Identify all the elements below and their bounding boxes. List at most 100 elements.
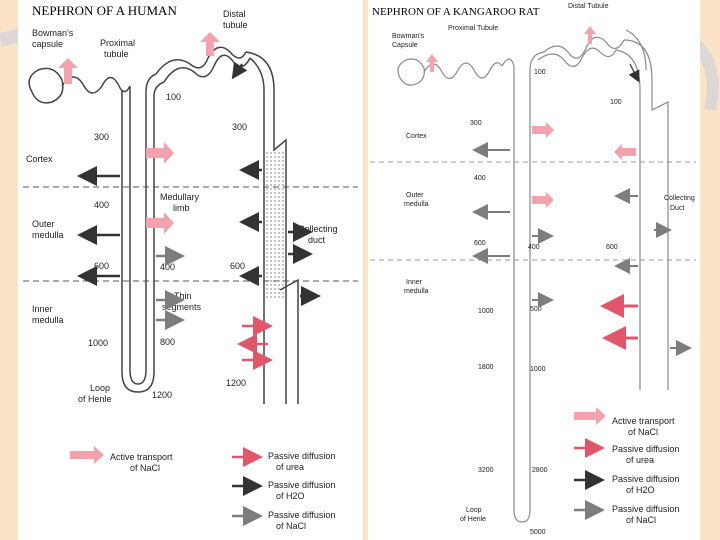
label-proximal-tubule: tubule [104,49,129,59]
legend-nacl-2: of NaCl [626,515,656,525]
legend-urea-2: of urea [626,455,654,465]
label-capsule: Capsule [392,42,418,49]
label-of-henle: of Henle [78,394,112,404]
zone-inner: Inner [32,304,53,314]
kangaroo-distal-tubule [537,36,625,68]
osm-value: 600 [474,240,486,247]
human-title: NEPHRON OF A HUMAN [32,3,177,18]
active-transport-arrow [532,122,554,138]
kangaroo-collecting-duct [615,29,669,390]
human-nephron-diagram: NEPHRON OF A HUMAN [23,3,358,531]
label-bowmans: Bowman's [32,28,74,38]
human-proximal-tubule [121,73,165,393]
label-distal: Distal [223,9,246,19]
human-collecting-duct [245,51,299,404]
active-transport-arrow [584,26,596,44]
osm-value: 400 [160,262,175,272]
osm-value: 1000 [88,338,108,348]
osm-value: 5000 [530,529,546,536]
osm-value: 300 [232,122,247,132]
osm-value: 100 [166,92,181,102]
active-transport-arrow [146,142,174,164]
h2o-diffusion-arrow [628,63,640,83]
legend-active-2: of NaCl [628,427,658,437]
label-bowmans: Bowman's [392,33,425,40]
osm-value: 1800 [478,364,494,371]
active-transport-arrow [58,58,78,84]
kangaroo-rat-nephron-panel: NEPHRON OF A KANGAROO RAT Distal Tu [368,0,700,540]
legend-urea: Passive diffusion [612,444,679,454]
legend-active-swatch [70,446,104,464]
zone-outer-medulla: medulla [32,230,64,240]
kangaroo-legend: Active transport of NaCl Passive diffusi… [574,407,679,525]
human-legend: Active transport of NaCl Passive diffusi… [70,446,335,531]
legend-active: Active transport [612,416,675,426]
zone-inner-medulla: medulla [32,315,64,325]
legend-h2o-2: of H2O [626,485,655,495]
osm-value: 600 [94,261,109,271]
osm-value: 1000 [478,308,494,315]
osm-value: 100 [610,99,622,106]
human-nephron-panel: NEPHRON OF A HUMAN [18,0,363,540]
zone-outer-medulla: medulla [404,201,429,208]
active-transport-arrow [200,32,220,56]
legend-h2o: Passive diffusion [612,474,679,484]
label-duct: Duct [670,205,684,212]
active-transport-arrow [146,212,174,234]
zone-cortex: Cortex [26,154,53,164]
label-capsule: capsule [32,39,63,49]
label-distal-tubule: tubule [223,20,248,30]
label-limb: limb [173,203,190,213]
kangaroo-title: NEPHRON OF A KANGAROO RAT [372,6,540,18]
label-collecting: Collecting [664,195,695,202]
osm-value: 1000 [530,366,546,373]
label-medullary: Medullary [160,192,200,202]
active-transport-arrow [614,144,636,160]
label-of-henle: of Henle [460,516,486,523]
human-distal-tubule [155,46,251,83]
osm-value: 2800 [532,467,548,474]
label-distal-tubule: Distal Tubule [568,3,609,10]
legend-active-2: of NaCl [130,463,160,473]
legend-h2o: Passive diffusion [268,480,335,490]
zone-cortex: Cortex [406,133,427,140]
osm-value: 100 [534,69,546,76]
active-transport-arrow [426,54,438,72]
active-transport-arrow [532,192,554,208]
legend-nacl: Passive diffusion [612,504,679,514]
kangaroo-rat-nephron-diagram: NEPHRON OF A KANGAROO RAT Distal Tu [370,3,696,536]
osm-value: 800 [160,337,175,347]
label-segments: segments [162,302,202,312]
osm-value: 600 [606,244,618,251]
legend-h2o-2: of H2O [276,491,305,501]
kangaroo-bowmans-capsule [397,58,503,86]
label-loop: Loop [90,383,110,393]
osm-value: 500 [530,306,542,313]
legend-active: Active transport [110,452,173,462]
zone-inner: Inner [406,279,423,286]
h2o-diffusion-arrow [231,61,248,80]
osm-value: 1200 [152,390,172,400]
human-bowmans-capsule [28,67,131,104]
legend-urea-2: of urea [276,462,304,472]
label-loop: Loop [466,507,482,514]
osm-value: 3200 [478,467,494,474]
legend-nacl-2: of NaCl [276,521,306,531]
osm-value: 300 [470,120,482,127]
osm-value: 400 [528,244,540,251]
label-collecting: Collecting [298,224,338,234]
zone-outer: Outer [32,219,55,229]
label-duct: duct [308,235,326,245]
label-proximal: Proximal [100,38,135,48]
osm-value: 400 [94,200,109,210]
zone-inner-medulla: medulla [404,288,429,295]
kangaroo-proximal-tubule [501,51,545,523]
legend-active-swatch [574,407,606,425]
zone-outer: Outer [406,192,424,199]
osm-value: 1200 [226,378,246,388]
osm-value: 600 [230,261,245,271]
osm-value: 300 [94,132,109,142]
legend-urea: Passive diffusion [268,451,335,461]
osm-value: 400 [474,175,486,182]
